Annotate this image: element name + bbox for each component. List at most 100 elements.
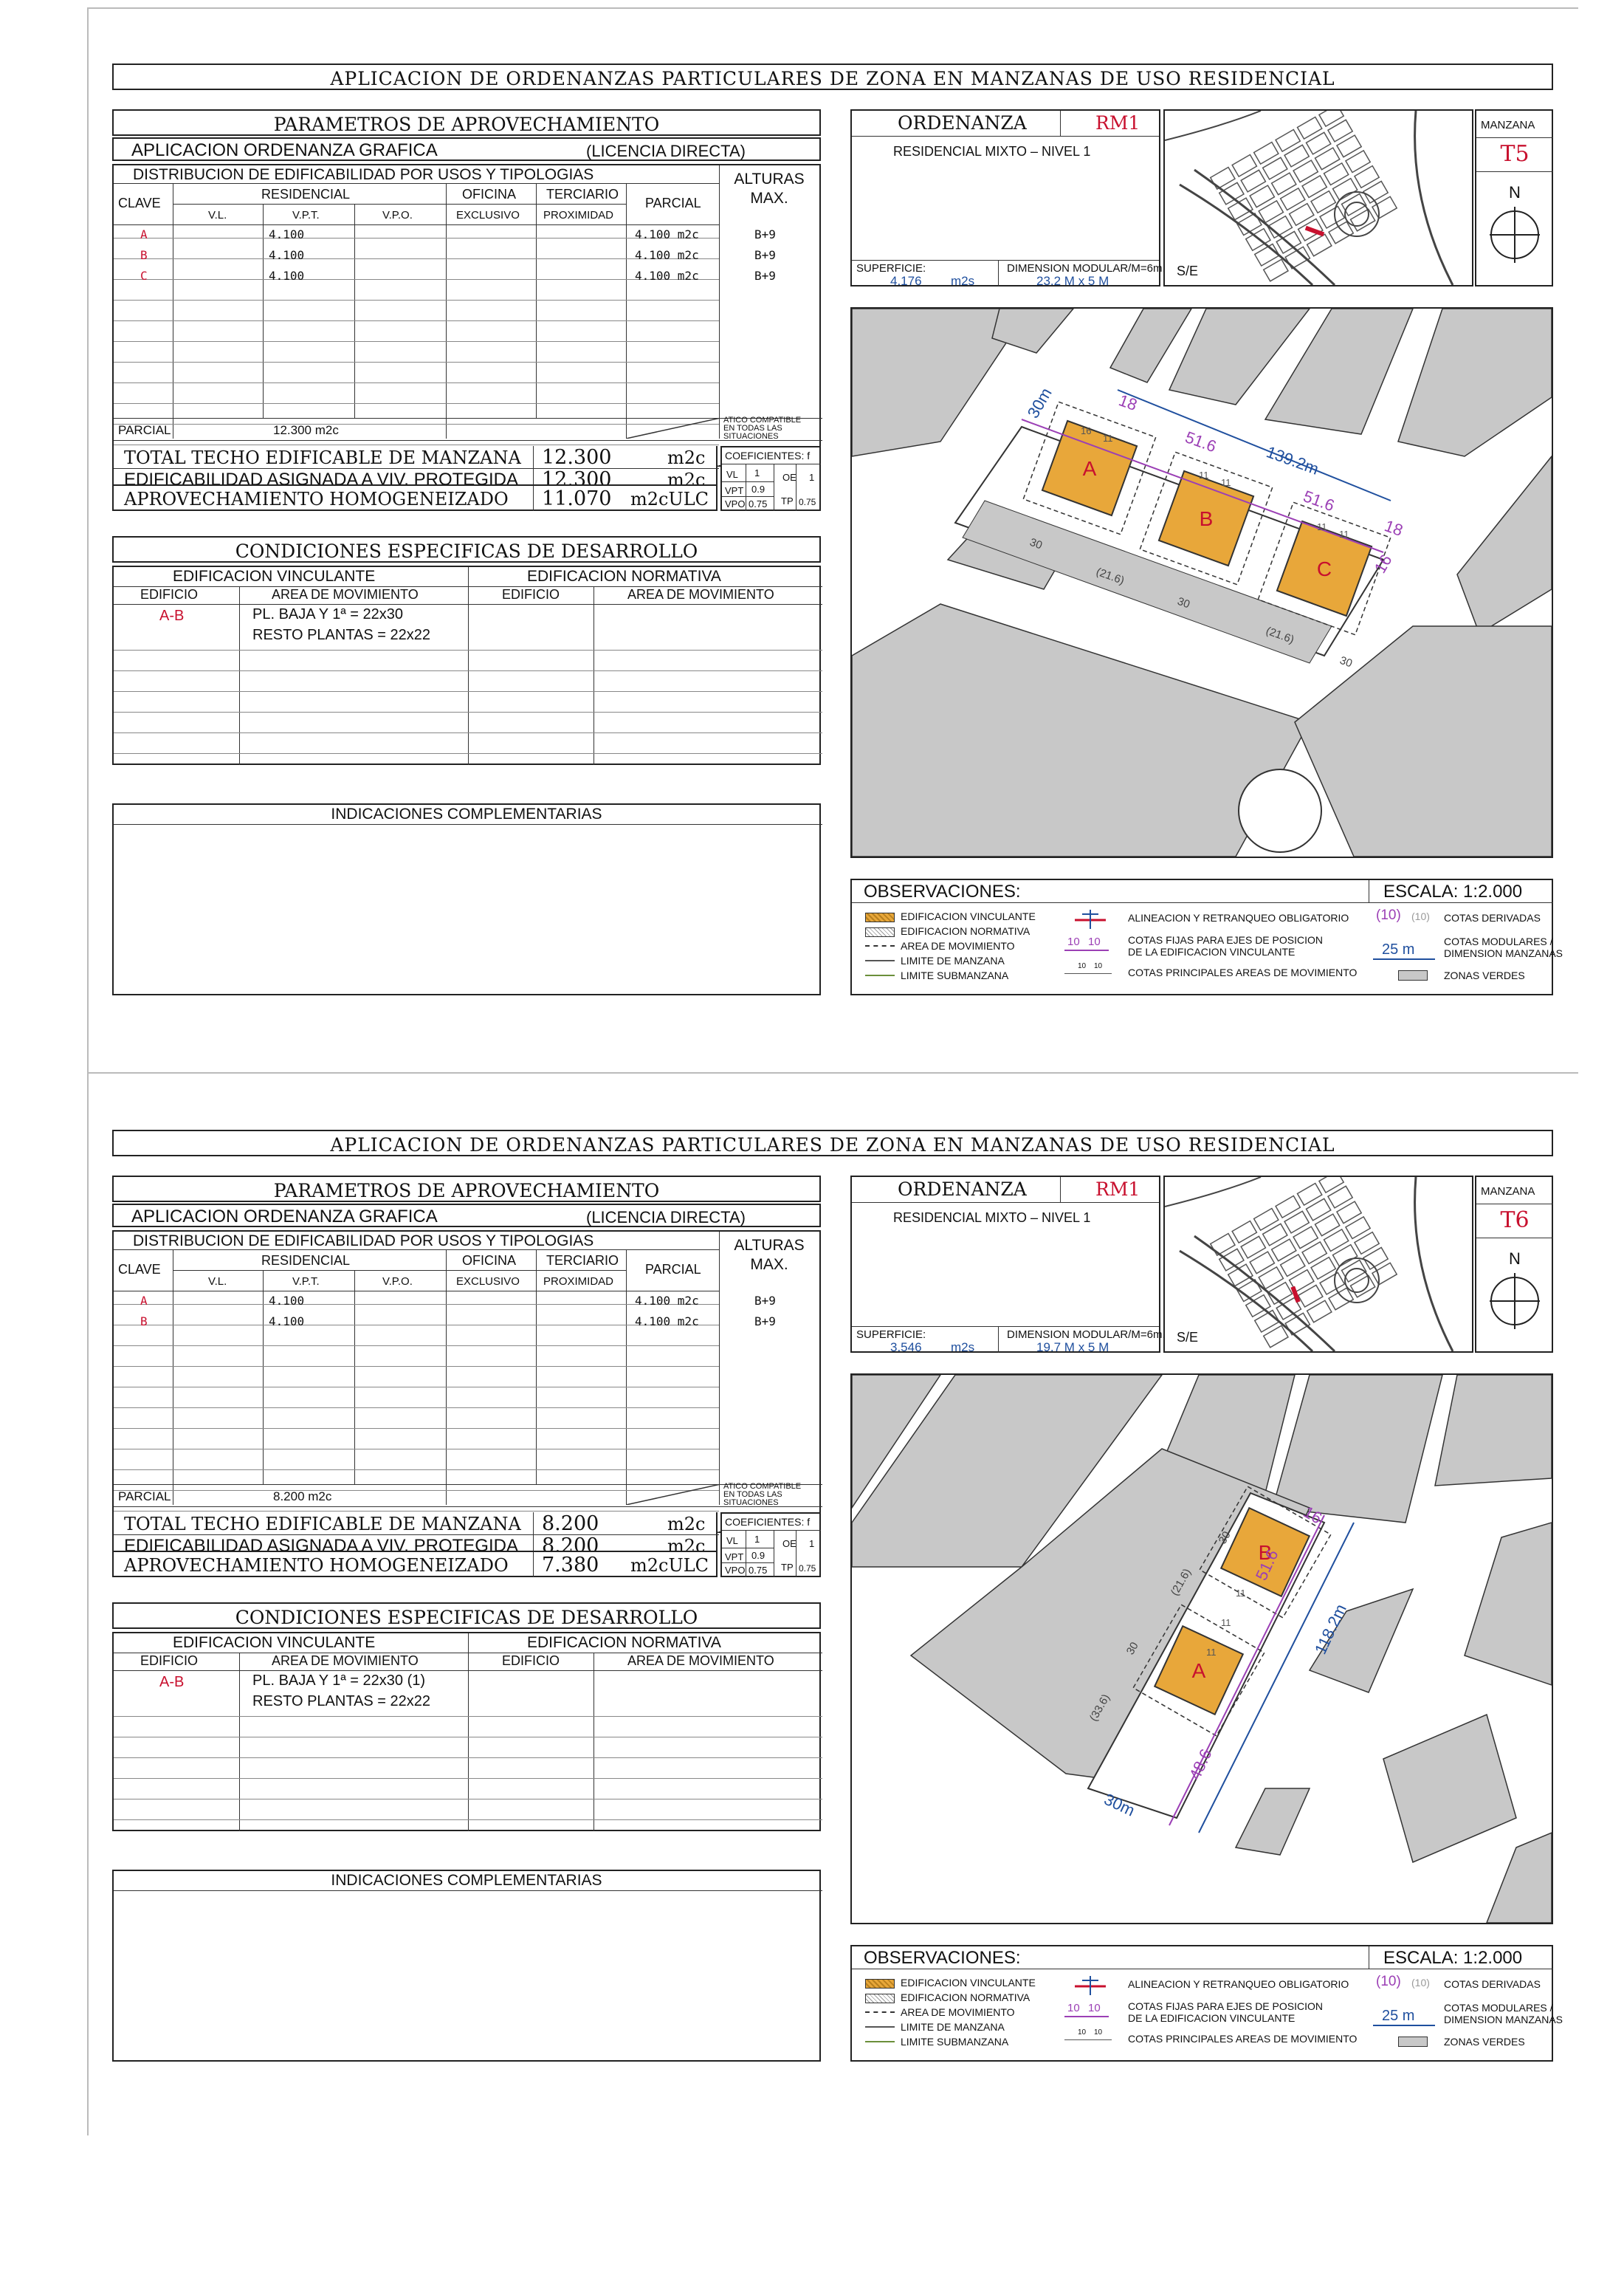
atico-line-3: SITUACIONES bbox=[723, 432, 779, 441]
coef-vpo: VPO bbox=[725, 1565, 746, 1576]
params-title: PARAMETROS DE APROVECHAMIENTO bbox=[273, 1180, 660, 1201]
en-label: EDIFICACION NORMATIVA bbox=[527, 568, 721, 585]
north-arrow-icon bbox=[1490, 207, 1540, 263]
building-label: A bbox=[1083, 457, 1097, 480]
legend-left-2: EDIFICACION NORMATIVA bbox=[901, 925, 1031, 937]
coeficientes-box: COEFICIENTES: f VL 1 OE 1 VPT 0.9 VPO 0.… bbox=[720, 1512, 821, 1577]
edificio-header-2: EDIFICIO bbox=[502, 587, 560, 602]
oficina-header: OFICINA bbox=[462, 187, 517, 202]
legend-right-4: ZONAS VERDES bbox=[1444, 970, 1525, 981]
cond-edificio: A-B bbox=[159, 1674, 185, 1690]
cotas-derivadas-sym-1: (10) bbox=[1376, 907, 1401, 923]
building-B bbox=[1157, 470, 1255, 567]
atico-line-2: EN TODAS LAS bbox=[723, 1490, 782, 1499]
superficie-unit: m2s bbox=[951, 274, 975, 288]
legend-swatch-area bbox=[865, 2011, 895, 2013]
condiciones-title: CONDICIONES ESPECIFICAS DE DESARROLLO bbox=[235, 1607, 698, 1628]
building-B bbox=[1219, 1506, 1311, 1598]
ah-label: APROVECHAMIENTO HOMOGENEIZADO bbox=[124, 489, 509, 509]
terciario-header: TERCIARIO bbox=[546, 1253, 619, 1268]
proximidad-header: PROXIMIDAD bbox=[543, 209, 614, 222]
block-1 bbox=[852, 1375, 1163, 1568]
manzana-label: MANZANA bbox=[1481, 119, 1535, 131]
legend-swatch-limite bbox=[865, 2026, 895, 2028]
row-vpt: 4.100 bbox=[269, 269, 305, 283]
coef-vpt-value: 0.9 bbox=[751, 484, 765, 495]
distribucion-label: DISTRIBUCION DE EDIFICABILIDAD POR USOS … bbox=[133, 166, 594, 183]
row-parcial: 4.100 m2c bbox=[635, 269, 699, 283]
escala-label: ESCALA: 1:2.000 bbox=[1383, 1948, 1523, 1968]
parcial-header: PARCIAL bbox=[645, 1262, 701, 1277]
cond-edificio: A-B bbox=[159, 608, 185, 624]
legend-left-4: LIMITE DE MANZANA bbox=[901, 2021, 1005, 2033]
condiciones-title-box: CONDICIONES ESPECIFICAS DE DESARROLLO bbox=[112, 1602, 821, 1629]
cotas-derivadas-sym-2: (10) bbox=[1411, 910, 1430, 922]
legend-left-3: AREA DE MOVIMIENTO bbox=[901, 2006, 1015, 2018]
block-9 bbox=[1486, 1832, 1552, 1923]
block-3 bbox=[1272, 1375, 1443, 1523]
max-label: MAX. bbox=[750, 190, 788, 207]
cond-area-2: RESTO PLANTAS = 22x22 bbox=[252, 627, 431, 643]
cotas-principales-sym-2: 10 bbox=[1094, 962, 1103, 970]
atico-line-2: EN TODAS LAS bbox=[723, 424, 782, 433]
observaciones-title: OBSERVACIONES: bbox=[864, 882, 1021, 902]
escala-label: ESCALA: 1:2.000 bbox=[1383, 882, 1523, 902]
block-4 bbox=[1434, 1375, 1552, 1486]
legend-left-2: EDIFICACION NORMATIVA bbox=[901, 1991, 1031, 2003]
oficina-header: OFICINA bbox=[462, 1253, 517, 1268]
page-left-edge bbox=[87, 7, 89, 1072]
coef-vpt-value: 0.9 bbox=[751, 1550, 765, 1561]
legend-swatch-zonas-verdes bbox=[1398, 970, 1428, 981]
dimension-value: 19.7 M x 5 M bbox=[1036, 1340, 1109, 1354]
legend-box: OBSERVACIONES: ESCALA: 1:2.000 EDIFICACI… bbox=[850, 1945, 1563, 2062]
cotas-principales-sym-1: 10 bbox=[1078, 962, 1087, 970]
ev-label: EDIFICACION VINCULANTE bbox=[173, 568, 376, 585]
cond-area-2: RESTO PLANTAS = 22x22 bbox=[252, 1693, 431, 1709]
page-top-edge bbox=[87, 7, 1578, 9]
coef-vpo-value: 0.75 bbox=[749, 498, 768, 509]
terciario-header: TERCIARIO bbox=[546, 187, 619, 202]
cotas-principales-sym-1: 10 bbox=[1078, 2028, 1087, 2037]
alineacion-icon bbox=[1075, 1976, 1106, 1995]
sheet-title-box: APLICACION DE ORDENANZAS PARTICULARES DE… bbox=[112, 1130, 1553, 1156]
legend-swatch-vinculante bbox=[865, 913, 895, 922]
row-altura: B+9 bbox=[754, 227, 776, 241]
ordenanza-label: ORDENANZA bbox=[898, 112, 1027, 134]
legend-mid-1: ALINEACION Y RETRANQUEO OBLIGATORIO bbox=[1128, 912, 1349, 924]
superficie-value: 3.546 bbox=[890, 1340, 922, 1354]
key-map-box: S/E bbox=[1163, 109, 1473, 286]
area-header-1: AREA DE MOVIMIENTO bbox=[272, 1653, 419, 1668]
legend-mid-3: DE LA EDIFICACION VINCULANTE bbox=[1128, 946, 1296, 958]
row-clave: C bbox=[140, 269, 148, 283]
dimension-label: 11 bbox=[1339, 529, 1349, 540]
parcial-header: PARCIAL bbox=[645, 196, 701, 210]
coef-vpo: VPO bbox=[725, 498, 746, 509]
block-5 bbox=[1397, 309, 1552, 457]
clave-header: CLAVE bbox=[118, 196, 161, 210]
ordenanza-code: RM1 bbox=[1095, 1178, 1140, 1200]
alturas-label: ALTURAS bbox=[734, 171, 805, 188]
zona-verde bbox=[962, 500, 1332, 664]
building-label: C bbox=[1317, 557, 1332, 580]
legend-swatch-normativa bbox=[865, 927, 895, 937]
ordenanza-box: ORDENANZA RM1 RESIDENCIAL MIXTO – NIVEL … bbox=[850, 109, 1166, 288]
legend-swatch-limite bbox=[865, 960, 895, 961]
params-title-box: PARAMETROS DE APROVECHAMIENTO bbox=[112, 109, 821, 136]
area-movimiento bbox=[1139, 451, 1273, 586]
dimension-label: 30 bbox=[1176, 595, 1191, 611]
legend-right-3: DIMENSION MANZANAS bbox=[1444, 2014, 1563, 2025]
legend-mid-3: DE LA EDIFICACION VINCULANTE bbox=[1128, 2012, 1296, 2024]
parcial-total: 8.200 m2c bbox=[273, 1489, 332, 1503]
legend-right-3: DIMENSION MANZANAS bbox=[1444, 947, 1563, 959]
cotas-fijas-sym-1: 10 bbox=[1067, 936, 1080, 948]
north-arrow-icon bbox=[1490, 1273, 1540, 1329]
area-movimiento bbox=[1132, 1604, 1265, 1737]
indicaciones-title: INDICACIONES COMPLEMENTARIAS bbox=[331, 806, 602, 823]
vpo-header: V.P.O. bbox=[382, 1275, 413, 1288]
row-vpt: 4.100 bbox=[269, 227, 305, 241]
edificio-header-1: EDIFICIO bbox=[140, 1653, 199, 1668]
params-title-box: PARAMETROS DE APROVECHAMIENTO bbox=[112, 1176, 821, 1202]
manzana-code: T5 bbox=[1500, 141, 1530, 167]
legend-swatch-area bbox=[865, 945, 895, 947]
dimension-label: DIMENSION MODULAR/M=6m. bbox=[1007, 1328, 1166, 1341]
